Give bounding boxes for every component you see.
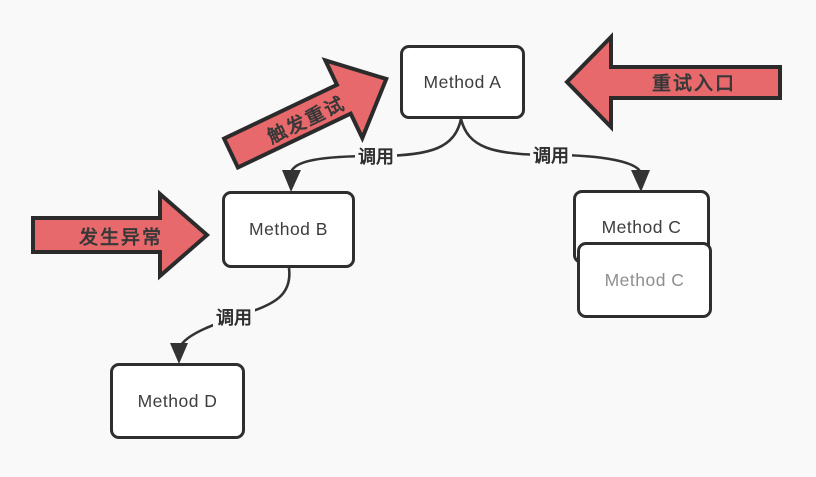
exception-arrow-icon	[31, 189, 211, 281]
node-method-a: Method A	[400, 45, 525, 119]
edge-label-call-a-to-b: 调用	[355, 143, 397, 169]
node-method-d-label: Method D	[137, 390, 218, 411]
retry-entry-arrow-icon	[564, 32, 782, 132]
arrowhead-into-c-icon	[631, 170, 650, 192]
node-method-c-front-label: Method C	[604, 269, 685, 290]
arrowhead-into-b-icon	[282, 170, 301, 192]
node-method-c-front: Method C	[577, 242, 712, 318]
edge-label-call-b-to-d: 调用	[213, 304, 255, 330]
node-method-b: Method B	[222, 191, 355, 268]
node-method-b-label: Method B	[249, 219, 328, 239]
exception-occurred-label: 发生异常	[78, 227, 164, 249]
node-method-d: Method D	[110, 363, 245, 439]
node-method-a-label: Method A	[423, 71, 502, 92]
retry-entry-label: 重试入口	[651, 73, 737, 95]
trigger-retry-arrow-icon	[221, 57, 389, 171]
arrowhead-into-d-icon	[170, 343, 188, 364]
node-method-c-back-label: Method C	[601, 216, 682, 237]
edge-label-call-a-to-c: 调用	[530, 142, 572, 168]
